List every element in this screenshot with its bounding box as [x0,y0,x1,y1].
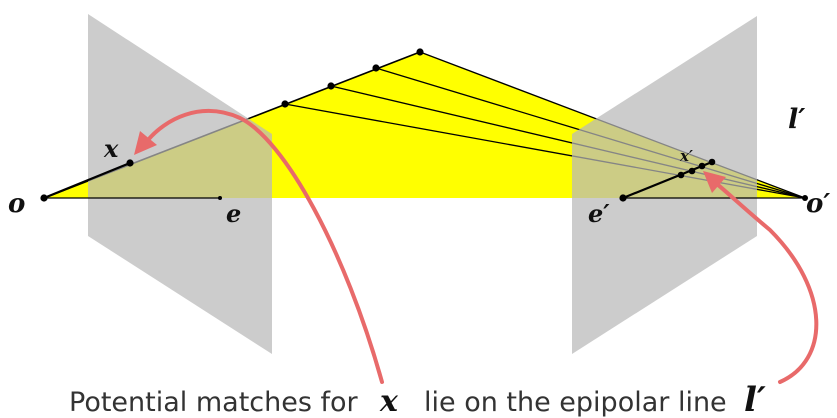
ray-o-segment [43,161,131,200]
point-2 [372,64,380,72]
arrowhead-x [134,131,157,155]
caption-part-1: Potential matches for [69,387,359,418]
arrow-to-epipolar-line [710,178,819,384]
caption-math-x: x [379,384,399,418]
epipolar-line-right [622,160,713,200]
label-x: x [103,134,119,163]
image-plane-left [88,14,272,354]
arrowhead-epipolar [703,171,726,193]
xprime-point-4 [708,158,716,166]
point-x [126,159,134,167]
label-e: e [226,199,241,228]
image-plane-right [572,16,757,354]
point-e [218,196,222,200]
red-arrows [146,108,819,384]
point-1 [416,48,424,56]
xprime-point-1 [677,171,685,179]
point-eprime [619,194,627,202]
point-4 [281,100,289,108]
caption-math-l: l′ [744,380,766,418]
point-oprime [802,195,808,201]
label-o: o [8,189,25,219]
label-l-prime: l′ [788,104,805,135]
label-e-prime: e′ [588,199,610,228]
epipolar-line-points [677,158,716,179]
xprime-point-2 [688,167,696,175]
label-o-prime: o′ [806,189,830,219]
xprime-point-3 [698,162,706,170]
ray-points [281,48,424,108]
point-3 [327,82,335,90]
label-x-prime: x′ [679,147,693,165]
caption-part-2: lie on the epipolar line [424,387,727,418]
point-o [40,194,48,202]
arrow-to-x [146,108,384,384]
